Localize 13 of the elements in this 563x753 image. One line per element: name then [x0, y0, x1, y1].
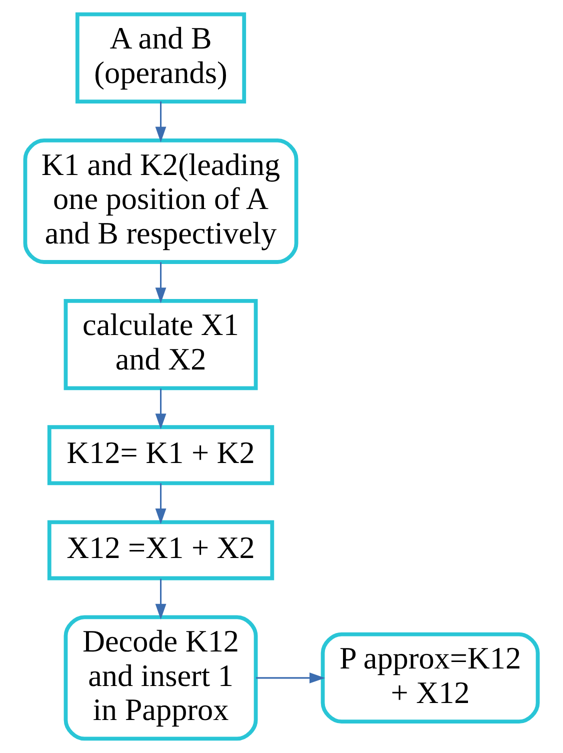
- node-box: K12= K1 + K2: [47, 425, 274, 486]
- arrow: [155, 578, 166, 620]
- node-box: A and B (operands): [75, 12, 246, 104]
- node-box: calculate X1 and X2: [64, 299, 258, 390]
- arrow: [256, 672, 326, 684]
- arrow: [155, 388, 166, 430]
- node-box: Decode K12 and insert 1 in Papprox: [64, 615, 258, 741]
- node-box: X12 =X1 + X2: [47, 520, 274, 580]
- node-box: P approx=K12 + X12: [320, 632, 540, 724]
- node-box: K1 and K2(leading one position of A and B respectively: [23, 138, 298, 264]
- arrow: [155, 102, 166, 142]
- arrow: [155, 262, 166, 304]
- arrow: [155, 483, 166, 524]
